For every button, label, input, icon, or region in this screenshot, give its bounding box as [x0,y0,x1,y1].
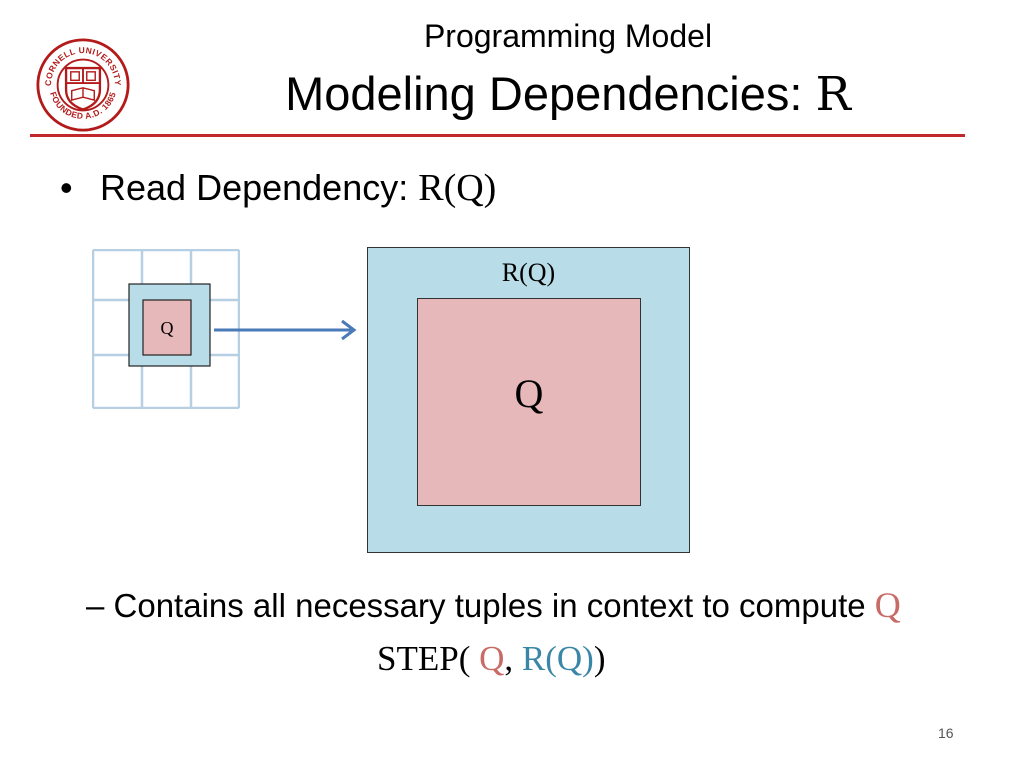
step-formula: STEP( Q, R(Q)) [377,639,605,679]
slide-title-math: R [815,67,851,122]
slide-subtitle: Programming Model [423,18,713,54]
bullet-math: R(Q) [418,167,497,209]
sub-bullet-contains: – Contains all necessary tuples in conte… [86,584,901,626]
step-suffix: ) [593,639,606,678]
small-query-box [142,299,192,356]
cornell-seal-logo: CORNELL UNIVERSITY FOUNDED A.D. 1865 [36,38,130,132]
title-divider [30,134,965,137]
slide-title-text: Modeling Dependencies: [285,67,816,120]
slide-title: Modeling Dependencies: R [0,66,1024,123]
sub-bullet-math: Q [874,585,901,625]
arrow-right-icon [214,319,357,341]
step-rq: R(Q) [521,639,594,678]
small-grid-diagram: Q [92,249,240,409]
bullet-dot: • [60,167,73,208]
sub-bullet-text: – Contains all necessary tuples in conte… [86,587,875,624]
page-number: 16 [938,725,954,741]
bullet-text: Read Dependency: [100,167,419,208]
small-query-label: Q [161,318,174,338]
step-separator: , [504,639,522,678]
context-region-label: R(Q) [501,258,556,287]
step-q: Q [479,639,505,678]
query-region-box [417,298,641,506]
query-region-label: Q [514,371,544,416]
step-prefix: STEP( [377,639,480,678]
bullet-read-dependency: • Read Dependency: R(Q) [60,166,496,210]
